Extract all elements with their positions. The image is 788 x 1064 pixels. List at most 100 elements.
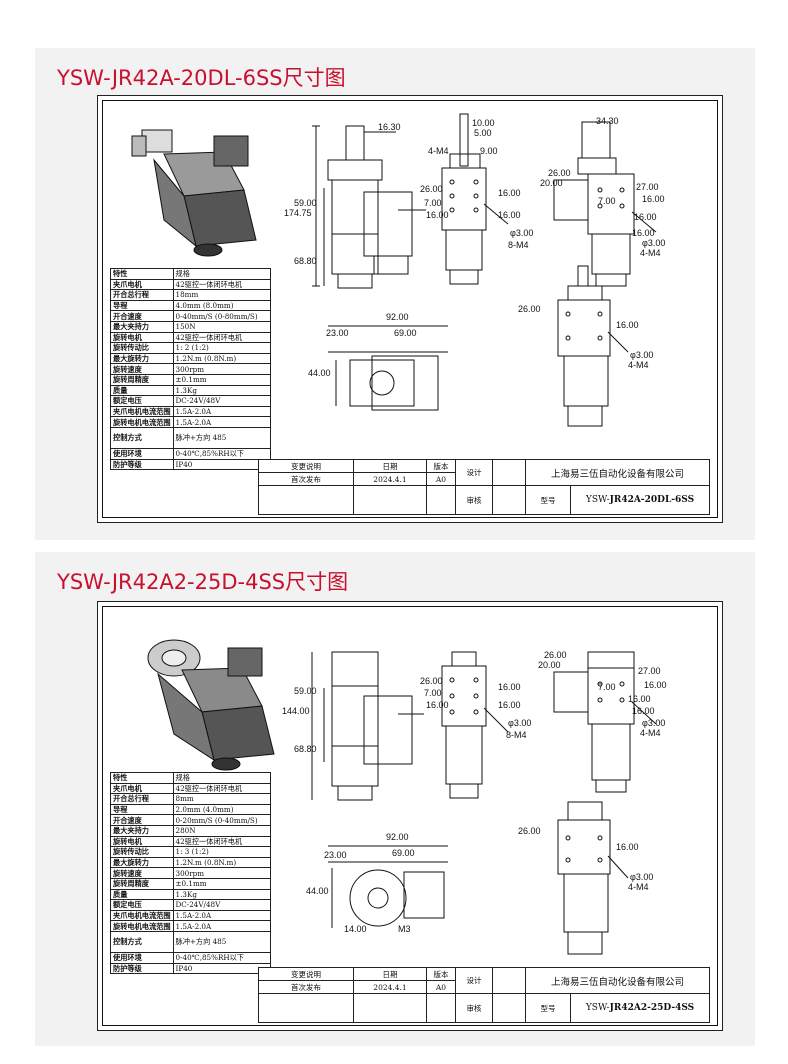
spec-value: 1.5A-2.0A xyxy=(172,405,271,418)
spec-value: 8mm xyxy=(172,793,271,805)
spec-key: 夹爪电机 xyxy=(110,278,174,291)
spec-value: 1.5A-2.0A xyxy=(172,909,271,922)
spec-key: 最大旋转力 xyxy=(110,856,174,869)
dim-label: 16.00 xyxy=(616,842,639,852)
drawing-sheet: 16.30 174.75 59.00 68.80 10.00 5.00 4-M4… xyxy=(97,95,723,523)
title-block: 变更说明 日期 版本 设计 上海易三伍自动化设备有限公司 首次发布 2024.4… xyxy=(258,967,710,1023)
dim-label: 8-M4 xyxy=(508,240,529,250)
dim-label: 4-M4 xyxy=(628,360,649,370)
spec-value: 42驱控一体闭环电机 xyxy=(172,331,271,344)
spec-key: 旋转电机 xyxy=(110,835,174,848)
tb-empty xyxy=(353,485,427,515)
spec-key: 旋转传动比 xyxy=(110,846,174,858)
spec-key: 导程 xyxy=(110,299,174,312)
dim-label: 16.00 xyxy=(498,682,521,692)
spec-key: 旋转电机电流范围 xyxy=(110,416,174,428)
spec-key: 旋转周精度 xyxy=(110,877,174,890)
spec-key: 特性 xyxy=(110,268,174,280)
spec-value: IP40 xyxy=(172,962,271,975)
spec-key: 旋转电机电流范围 xyxy=(110,920,174,932)
spec-value: 1: 2 (1:2) xyxy=(172,342,271,354)
spec-value: 1.5A-2.0A xyxy=(172,416,271,428)
top-view xyxy=(328,845,448,928)
dim-label: 16.00 xyxy=(634,212,657,222)
spec-value: 1.2N.m (0.8N.m) xyxy=(172,352,271,365)
spec-value: 300rpm xyxy=(172,867,271,879)
spec-value: 18mm xyxy=(172,289,271,301)
dim-label: 59.00 xyxy=(294,686,317,696)
spec-value: 1.2N.m (0.8N.m) xyxy=(172,856,271,869)
isometric-view xyxy=(131,129,257,257)
dim-label: 10.00 xyxy=(472,118,495,128)
spec-key: 旋转周精度 xyxy=(110,373,174,386)
spec-key: 开合速度 xyxy=(110,814,174,826)
dim-label: φ3.00 xyxy=(630,350,653,360)
dim-label: 7.00 xyxy=(598,196,616,206)
front-view xyxy=(311,651,424,801)
dim-label: 44.00 xyxy=(306,886,329,896)
dim-label: 27.00 xyxy=(636,182,659,192)
dim-label: 44.00 xyxy=(308,368,331,378)
dim-label: 16.00 xyxy=(628,694,651,704)
spec-key: 导程 xyxy=(110,803,174,816)
tb-rev: A0 xyxy=(426,472,456,486)
tb-rev-header: 版本 xyxy=(426,459,456,473)
dim-label: 92.00 xyxy=(386,832,409,842)
spec-value: IP40 xyxy=(172,458,271,471)
tb-design: 设计 xyxy=(455,967,493,994)
dim-label: 8-M4 xyxy=(506,730,527,740)
dim-label: 16.00 xyxy=(498,210,521,220)
spec-value: 规格 xyxy=(172,772,271,784)
spec-value: 1.3Kg xyxy=(172,888,271,901)
spec-value: 0-40℃,85%RH以下 xyxy=(172,447,271,460)
drawing-panel-1: YSW-JR42A-20DL-6SS尺寸图 xyxy=(35,48,755,540)
tb-review: 审核 xyxy=(455,485,493,515)
title-block: 变更说明 日期 版本 设计 上海易三伍自动化设备有限公司 首次发布 2024.4… xyxy=(258,459,710,515)
spec-key: 控制方式 xyxy=(110,930,174,953)
tb-release: 首次发布 xyxy=(258,472,354,486)
top-view xyxy=(328,325,448,411)
spec-key: 开合总行程 xyxy=(110,289,174,301)
spec-value: 0-40mm/S (0-80mm/S) xyxy=(172,310,271,322)
spec-value: 规格 xyxy=(172,268,271,280)
spec-key: 特性 xyxy=(110,772,174,784)
drawing-sheet: 144.00 59.00 68.80 26.00 7.00 16.00 16.0… xyxy=(97,601,723,1031)
detail-view xyxy=(557,801,629,955)
dim-label: 16.00 xyxy=(498,700,521,710)
tb-model-code: JR42A-20DL-6SS xyxy=(609,495,695,505)
tb-empty xyxy=(426,993,456,1023)
dim-label: 14.00 xyxy=(344,924,367,934)
spec-value: ±0.1mm xyxy=(172,877,271,890)
side-view xyxy=(441,113,509,285)
tb-release: 首次发布 xyxy=(258,980,354,994)
dim-label: 16.00 xyxy=(632,706,655,716)
spec-key: 开合总行程 xyxy=(110,793,174,805)
dim-label: 4-M4 xyxy=(640,728,661,738)
spec-key: 防护等级 xyxy=(110,962,174,975)
spec-key: 夹爪电机电流范围 xyxy=(110,909,174,922)
dim-label: 23.00 xyxy=(324,850,347,860)
spec-key: 旋转传动比 xyxy=(110,342,174,354)
spec-key: 使用环境 xyxy=(110,951,174,964)
isometric-view xyxy=(147,639,275,771)
dim-label: 5.00 xyxy=(474,128,492,138)
tb-change-header: 变更说明 xyxy=(258,967,354,981)
dim-label: 26.00 xyxy=(518,304,541,314)
spec-key: 最大旋转力 xyxy=(110,352,174,365)
dim-label: 27.00 xyxy=(638,666,661,676)
dim-label: φ3.00 xyxy=(642,238,665,248)
dim-label: 69.00 xyxy=(392,848,415,858)
spec-key: 额定电压 xyxy=(110,899,174,911)
dim-label: 26.00 xyxy=(518,826,541,836)
spec-key: 夹爪电机电流范围 xyxy=(110,405,174,418)
dim-label: 174.75 xyxy=(284,208,312,218)
dim-label: φ3.00 xyxy=(642,718,665,728)
spec-value: 1: 3 (1:2) xyxy=(172,846,271,858)
back-view xyxy=(553,651,657,793)
tb-model-code: JR42A2-25D-4SS xyxy=(609,1003,695,1013)
dim-label: 7.00 xyxy=(598,682,616,692)
spec-value: 42驱控一体闭环电机 xyxy=(172,278,271,291)
spec-value: 42驱控一体闭环电机 xyxy=(172,782,271,795)
